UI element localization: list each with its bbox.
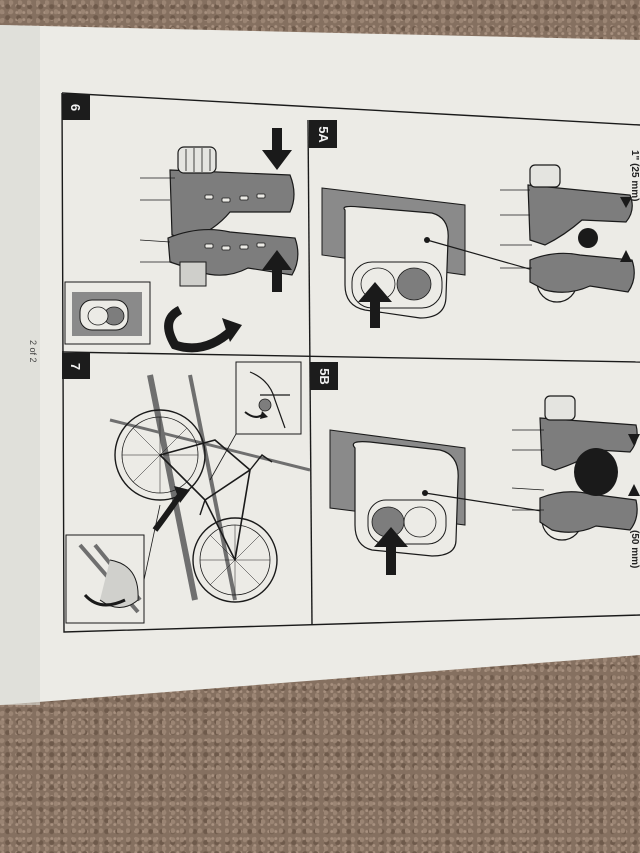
- panel-number-5b: 5B: [310, 362, 338, 390]
- measure-label-5a: 1" (25 mm): [629, 150, 640, 202]
- panel-7-illustration: [65, 361, 311, 624]
- measure-label-5b: (50 mm): [629, 530, 640, 569]
- panel-5b-illustration: [329, 395, 640, 575]
- panel-number-6: 6: [62, 94, 90, 120]
- paper-shadow: [0, 25, 40, 705]
- panel-number-7: 7: [62, 353, 90, 379]
- page-number: 2 of 2: [28, 340, 38, 363]
- panel-number-5a: 5A: [309, 120, 337, 148]
- panel-5a-illustration: [321, 164, 635, 328]
- panel-6-illustration: [64, 128, 299, 353]
